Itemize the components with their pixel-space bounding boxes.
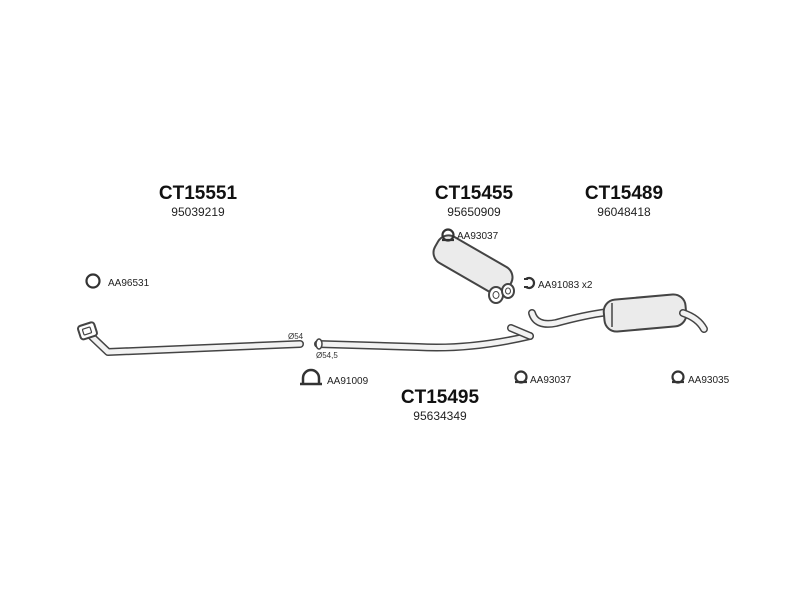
part-code: CT15495: [401, 387, 480, 408]
band-clamp-icon: [524, 276, 536, 290]
part-label-rear-box: CT15489 96048418: [585, 183, 663, 219]
rubber-hanger-icon: [671, 370, 685, 384]
part-code: CT15455: [435, 183, 514, 204]
accessory-code: AA91009: [327, 376, 369, 387]
rubber-hanger-icon: [441, 228, 455, 242]
part-label-center-box: CT15455 95650909: [435, 183, 514, 219]
part-code: CT15551: [159, 183, 238, 204]
part-oem-number: 95039219: [171, 205, 225, 219]
diameter-label-front: Ø54: [288, 332, 304, 341]
accessory-code: AA93035: [688, 375, 730, 386]
accessory-hanger-center: AA93037: [441, 228, 499, 242]
part-code: CT15489: [585, 183, 663, 204]
diameter-label-middle: Ø54,5: [316, 351, 338, 360]
part-oem-number: 95634349: [413, 409, 467, 423]
middle-pipe-drawing: [314, 324, 534, 352]
accessory-code: AA96531: [108, 278, 150, 289]
accessory-code: AA93037: [457, 231, 499, 242]
part-label-front-pipe: CT15551 95039219: [159, 183, 238, 219]
ring-gasket-icon: [85, 273, 101, 289]
rear-muffler-body: [602, 293, 688, 333]
accessory-clamp: AA91009: [300, 368, 369, 387]
part-oem-number: 96048418: [597, 205, 651, 219]
front-pipe-drawing: [77, 321, 304, 356]
rubber-hanger-icon: [514, 370, 528, 384]
accessory-code: AA91083 x2: [538, 280, 593, 291]
rear-box-drawing: [528, 293, 708, 333]
accessory-code: AA93037: [530, 375, 572, 386]
part-label-middle-pipe: CT15495 95634349: [401, 387, 480, 423]
accessory-ring-gasket: AA96531: [85, 273, 150, 289]
accessory-hanger-middle: AA93037: [514, 370, 572, 386]
accessory-clamp-pair: AA91083 x2: [524, 276, 593, 291]
part-oem-number: 95650909: [447, 205, 501, 219]
accessory-hanger-rear: AA93035: [671, 370, 730, 386]
center-box-drawing: [432, 234, 515, 304]
u-clamp-icon: [301, 368, 321, 384]
